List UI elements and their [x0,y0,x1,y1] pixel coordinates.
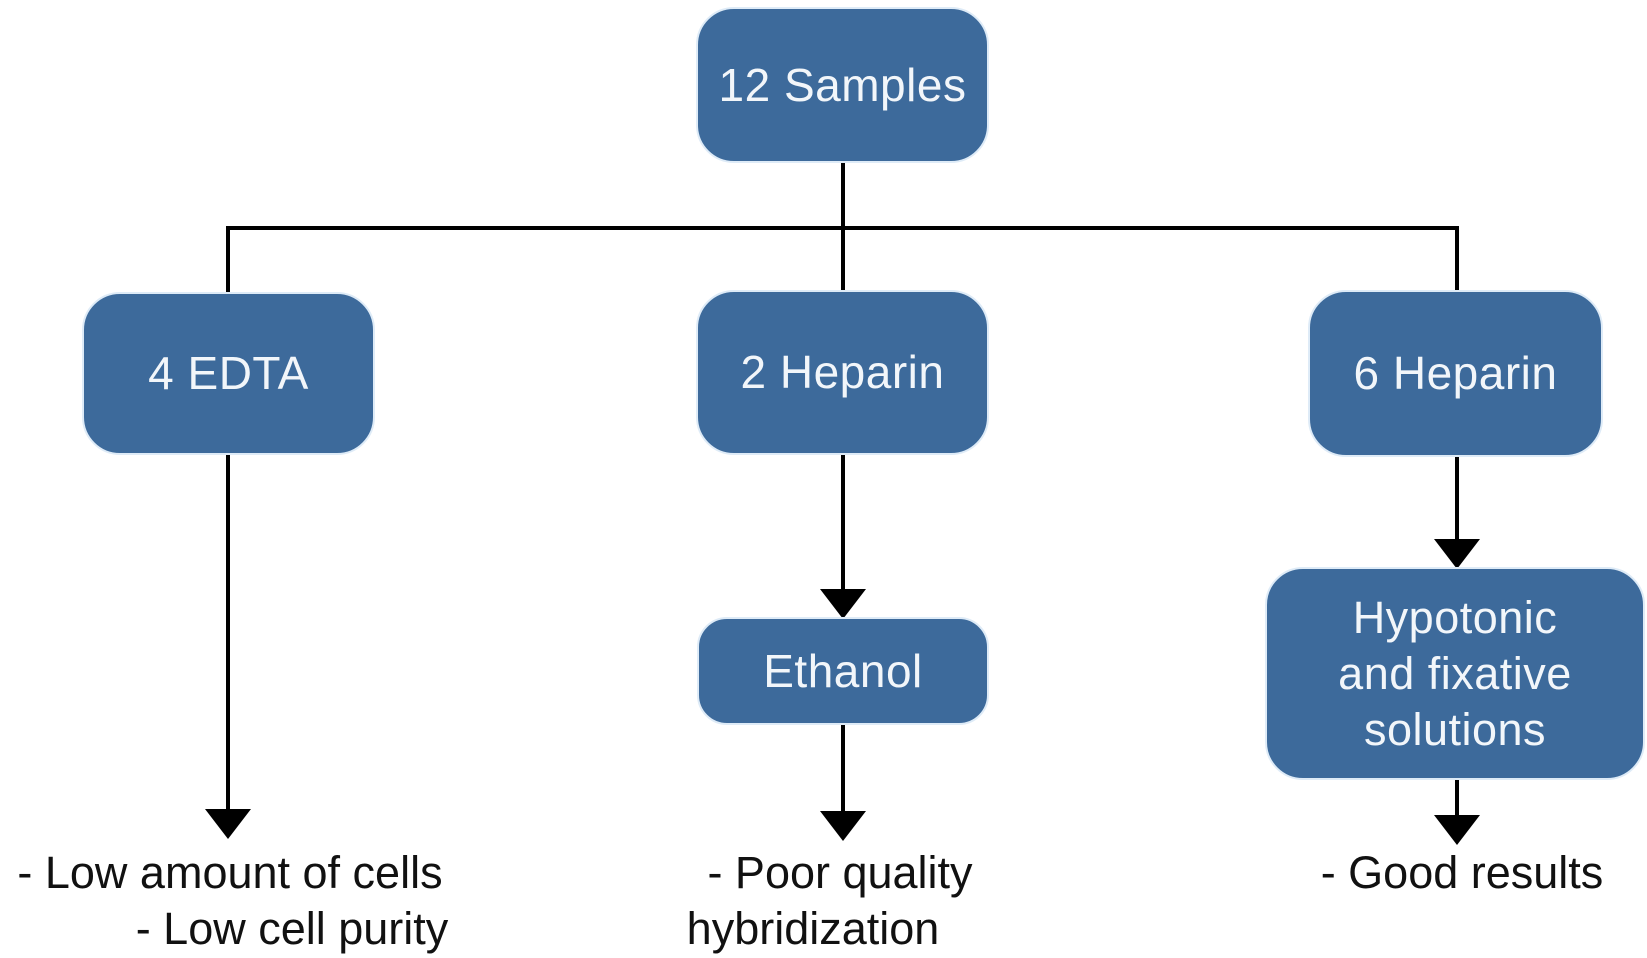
node-4-edta-label: 4 EDTA [148,347,309,400]
node-ethanol-label: Ethanol [763,644,923,697]
node-hypotonic-fixative: Hypotonic and fixative solutions [1265,567,1645,780]
arrow-hypotonic-outcome-head [1434,815,1480,845]
outcome-ethanol-line-1: - Poor quality [707,847,973,898]
node-6-heparin-label: 6 Heparin [1353,347,1558,400]
node-12-samples: 12 Samples [696,7,989,163]
node-2-heparin: 2 Heparin [696,290,989,455]
outcome-hypotonic-line-1: - Good results [1320,847,1604,898]
node-hypotonic-line-1: Hypotonic [1352,591,1558,643]
node-2-heparin-label: 2 Heparin [740,346,945,399]
arrow-ethanol-outcome-head [820,811,866,841]
outcome-ethanol-line-2: hybridization [686,903,940,954]
arrow-heparin6-hypotonic-head [1434,539,1480,569]
node-hypotonic-line-2: and fixative [1338,647,1572,699]
node-4-edta: 4 EDTA [82,292,375,455]
node-6-heparin: 6 Heparin [1308,290,1603,457]
node-hypotonic-line-3: solutions [1363,703,1547,755]
arrow-heparin2-ethanol-head [820,589,866,619]
arrow-edta-outcome-head [205,809,251,839]
node-12-samples-label: 12 Samples [718,58,967,111]
outcome-edta: - Low amount of cells - Low cell purity [0,845,460,957]
outcome-edta-line-2: - Low cell purity [135,903,449,954]
outcome-ethanol: - Poor quality hybridization [620,845,1060,957]
node-ethanol: Ethanol [697,617,989,725]
outcome-hypotonic: - Good results [1242,845,1647,901]
outcome-edta-line-1: - Low amount of cells [17,847,443,898]
